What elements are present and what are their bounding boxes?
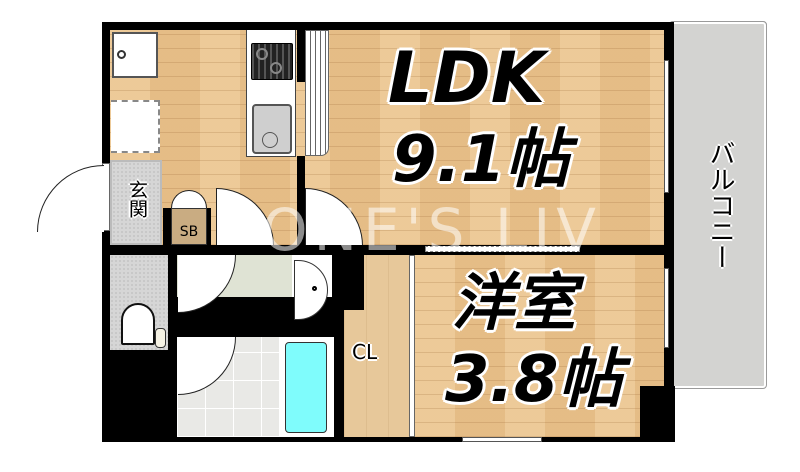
closet-sliding-door [409, 255, 415, 437]
western-window [664, 268, 669, 348]
closet-label: CL [352, 340, 378, 364]
western-room-label: 洋室 [452, 266, 577, 339]
washroom-wall [177, 330, 337, 337]
toilet-tank-icon [155, 328, 166, 348]
burner-icon [270, 62, 282, 74]
sliding-door-rail [425, 246, 580, 252]
fridge-space [111, 100, 160, 153]
ldk-bottom-wall-right [580, 245, 670, 253]
entrance-door [37, 165, 104, 232]
burner-icon [256, 48, 268, 60]
faucet-icon [117, 50, 126, 59]
sink-drain-icon [262, 132, 278, 148]
watermark: ONE'S LIV [262, 196, 602, 264]
kitchen-partition-wall [297, 22, 305, 82]
western-bottom-window [462, 437, 542, 442]
basin-drain-icon [312, 286, 317, 291]
ldk-label: LDK [388, 37, 545, 119]
western-room-size: 3.8帖 [445, 343, 623, 417]
entrance-floor [110, 160, 162, 245]
closet-wall-left [334, 255, 344, 442]
toilet-bottom-block [102, 350, 177, 442]
toilet-partition [168, 255, 177, 442]
washer-space [112, 32, 158, 78]
closet-top-fill [344, 255, 364, 310]
right-wall [664, 22, 672, 442]
toilet-icon [121, 303, 155, 345]
ldk-window [664, 60, 669, 193]
shoebox-label: SB [179, 224, 199, 240]
balcony-label: バルコニー [705, 140, 735, 270]
kitchen-partition-wall [297, 156, 305, 246]
ldk-bottom-wall [102, 245, 412, 255]
ldk-size: 9.1帖 [392, 123, 570, 197]
bathtub-icon [285, 342, 327, 433]
entrance-label: 玄関 [126, 180, 148, 218]
western-room-floor [415, 255, 665, 437]
sliding-partition [305, 30, 329, 156]
shoebox [171, 208, 207, 245]
